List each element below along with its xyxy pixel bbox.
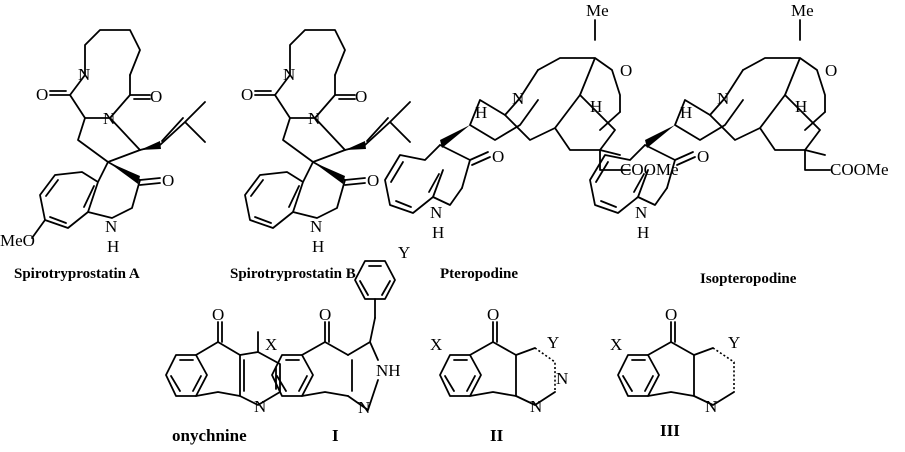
atom-h: H	[680, 103, 692, 122]
structure-compound-ii	[439, 321, 556, 406]
atom-h: H	[475, 103, 487, 122]
atom-o: O	[319, 305, 331, 324]
atom-n: N	[717, 89, 729, 108]
structure-spirotryprostatin-a	[31, 29, 206, 239]
atom-o: O	[697, 147, 709, 166]
atom-o: O	[487, 305, 499, 324]
atom-o: O	[355, 87, 367, 106]
atom-h: H	[637, 223, 649, 242]
atom-o: O	[367, 171, 379, 190]
structure-onychnine	[165, 321, 281, 406]
caption-pteropodine: Pteropodine	[440, 266, 518, 282]
atom-n: N	[556, 369, 568, 388]
atom-coome: COOMe	[830, 160, 889, 179]
structure-spirotryprostatin-b	[244, 29, 411, 229]
atom-x: X	[265, 335, 277, 354]
structure-compound-iii	[617, 321, 735, 406]
atom-n: N	[78, 65, 90, 84]
atom-h: H	[432, 223, 444, 242]
atom-y: Y	[547, 333, 559, 352]
atom-nh: NH	[376, 361, 401, 380]
atom-o: O	[36, 85, 48, 104]
caption-compound-ii: II	[490, 426, 504, 445]
caption-compound-i: I	[332, 426, 339, 445]
atom-h: H	[107, 237, 119, 256]
caption-onychnine: onychnine	[172, 426, 247, 445]
atom-o: O	[665, 305, 677, 324]
atom-y: Y	[398, 243, 410, 262]
caption-spirotryprostatin-a: Spirotryprostatin A	[14, 266, 140, 282]
atom-n: N	[254, 397, 266, 416]
atom-me: Me	[586, 1, 609, 20]
atom-n: N	[310, 217, 322, 236]
atom-n: N	[635, 203, 647, 222]
atom-me: Me	[791, 1, 814, 20]
atom-h: H	[590, 97, 602, 116]
structure-compound-i	[271, 260, 396, 411]
atom-o: O	[241, 85, 253, 104]
caption-isopteropodine: Isopteropodine	[700, 271, 797, 287]
atom-n: N	[512, 89, 524, 108]
atom-n: N	[105, 217, 117, 236]
atom-o: O	[492, 147, 504, 166]
atom-x: X	[430, 335, 442, 354]
atom-x: X	[610, 335, 622, 354]
atom-n: N	[705, 397, 717, 416]
atom-h: H	[795, 97, 807, 116]
atom-o: O	[825, 61, 837, 80]
atom-n: N	[430, 203, 442, 222]
atom-meo: MeO	[0, 231, 35, 250]
atom-n: N	[358, 398, 370, 417]
atom-n: N	[283, 65, 295, 84]
atom-h: H	[312, 237, 324, 256]
atom-o: O	[620, 61, 632, 80]
atom-n: N	[530, 397, 542, 416]
structure-isopteropodine	[589, 19, 831, 214]
atom-n: N	[308, 109, 320, 128]
atom-n: N	[103, 109, 115, 128]
structure-pteropodine	[384, 19, 631, 214]
atom-o: O	[212, 305, 224, 324]
atom-y: Y	[728, 333, 740, 352]
atom-o: O	[162, 171, 174, 190]
caption-compound-iii: III	[660, 421, 680, 440]
caption-spirotryprostatin-b: Spirotryprostatin B	[230, 266, 356, 282]
atom-o: O	[150, 87, 162, 106]
atom-coome: COOMe	[620, 160, 679, 179]
